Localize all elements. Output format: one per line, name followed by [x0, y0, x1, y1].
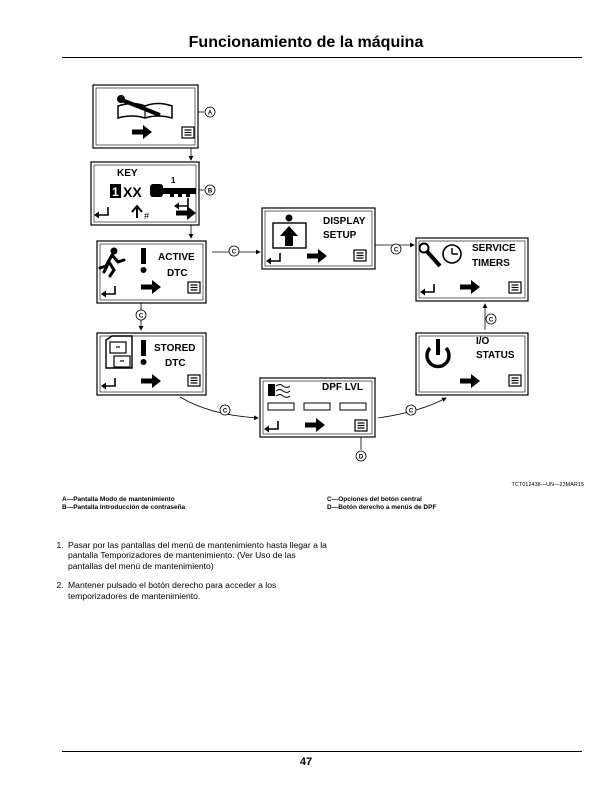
menu-flow-diagram: KEY 1 1 XX # ACTIVE DTC — [90, 84, 529, 462]
svg-text:D: D — [359, 455, 364, 461]
io-status-line1: I/O — [476, 336, 490, 347]
callout-c-4: C — [485, 313, 497, 325]
legend-left: A—Pantalla Modo de mantenimiento B—Panta… — [62, 496, 185, 512]
power-icon — [425, 339, 451, 369]
active-dtc-line2: DTC — [167, 268, 188, 279]
exclamation-icon — [140, 248, 147, 273]
dpf-filter-icon — [268, 384, 291, 398]
service-timers-line2: TIMERS — [472, 258, 510, 269]
display-setup-line1: DISPLAY — [323, 216, 366, 227]
callout-c-6: C — [405, 404, 417, 416]
callout-d: D — [355, 450, 367, 462]
key-label: KEY — [117, 168, 138, 179]
callout-c-3: C — [135, 309, 147, 321]
menu-icon — [354, 419, 368, 432]
callout-a: A — [204, 106, 216, 118]
home-up-icon — [272, 214, 307, 249]
figure-code: TCT012438—UN—23MAR15 — [511, 482, 584, 488]
callout-c-1: C — [228, 245, 240, 257]
book-wrench-icon — [117, 95, 173, 119]
file-cabinet-icon — [105, 335, 133, 369]
step-item: Mantener pulsado el botón derecho para a… — [66, 580, 331, 601]
key-digit-one: 1 — [171, 176, 176, 185]
step-item: Pasar por las pantallas del menú de mant… — [66, 540, 331, 571]
svg-text:A: A — [208, 111, 213, 117]
legend-item-d: D—Botón derecho a menús de DPF — [327, 504, 437, 511]
menu-icon — [187, 374, 201, 387]
menu-icon — [181, 126, 195, 139]
svg-text:C: C — [409, 409, 414, 415]
callout-c-5: C — [219, 404, 231, 416]
running-person-icon — [98, 247, 126, 278]
hash-symbol: # — [144, 211, 149, 221]
callout-b: B — [204, 184, 216, 196]
stored-dtc-screen: STORED DTC — [96, 332, 207, 396]
display-setup-line2: SETUP — [323, 230, 357, 241]
maintenance-mode-screen — [92, 84, 199, 149]
callouts: A B C C C C C C D — [135, 106, 497, 462]
exclamation-icon — [140, 340, 147, 365]
svg-text:C: C — [489, 318, 494, 324]
page-number: 47 — [299, 756, 313, 768]
stored-dtc-line2: DTC — [165, 358, 186, 369]
service-timers-line1: SERVICE — [472, 243, 516, 254]
svg-text:C: C — [232, 250, 237, 256]
title-rule — [62, 57, 582, 58]
menu-icon — [187, 281, 201, 294]
legend-right: C—Opciones del botón central D—Botón der… — [327, 496, 436, 512]
svg-text:B: B — [208, 189, 213, 195]
instruction-steps: Pasar por las pantallas del menú de mant… — [52, 540, 331, 610]
password-entry-screen: KEY 1 1 XX # — [90, 161, 200, 226]
svg-text:C: C — [139, 314, 144, 320]
legend-item-b: B—Pantalla Introducción de contraseña — [62, 504, 186, 511]
page-title: Funcionamiento de la máquina — [188, 34, 424, 51]
menu-icon — [508, 374, 522, 387]
footer-rule — [62, 751, 582, 752]
menu-icon — [353, 249, 367, 262]
callout-c-2: C — [390, 243, 402, 255]
wrench-clock-icon — [418, 242, 462, 268]
code-first-digit: 1 — [112, 185, 119, 199]
legend-item-a: A—Pantalla Modo de mantenimiento — [62, 496, 175, 503]
svg-text:C: C — [223, 409, 228, 415]
dpf-level-screen: DPF LVL — [259, 377, 376, 438]
menu-icon — [508, 281, 522, 294]
active-dtc-line1: ACTIVE — [158, 252, 195, 263]
dpf-level-label: DPF LVL — [322, 382, 363, 393]
legend-item-c: C—Opciones del botón central — [327, 496, 422, 503]
svg-text:C: C — [394, 248, 399, 254]
stored-dtc-line1: STORED — [154, 343, 196, 354]
key-icon — [150, 184, 196, 197]
io-status-screen: I/O STATUS — [415, 332, 529, 396]
io-status-line2: STATUS — [476, 350, 515, 361]
active-dtc-screen: ACTIVE DTC — [96, 240, 207, 304]
service-timers-screen: SERVICE TIMERS — [415, 237, 529, 302]
display-setup-screen: DISPLAY SETUP — [261, 207, 376, 270]
code-rest: XX — [123, 184, 142, 200]
